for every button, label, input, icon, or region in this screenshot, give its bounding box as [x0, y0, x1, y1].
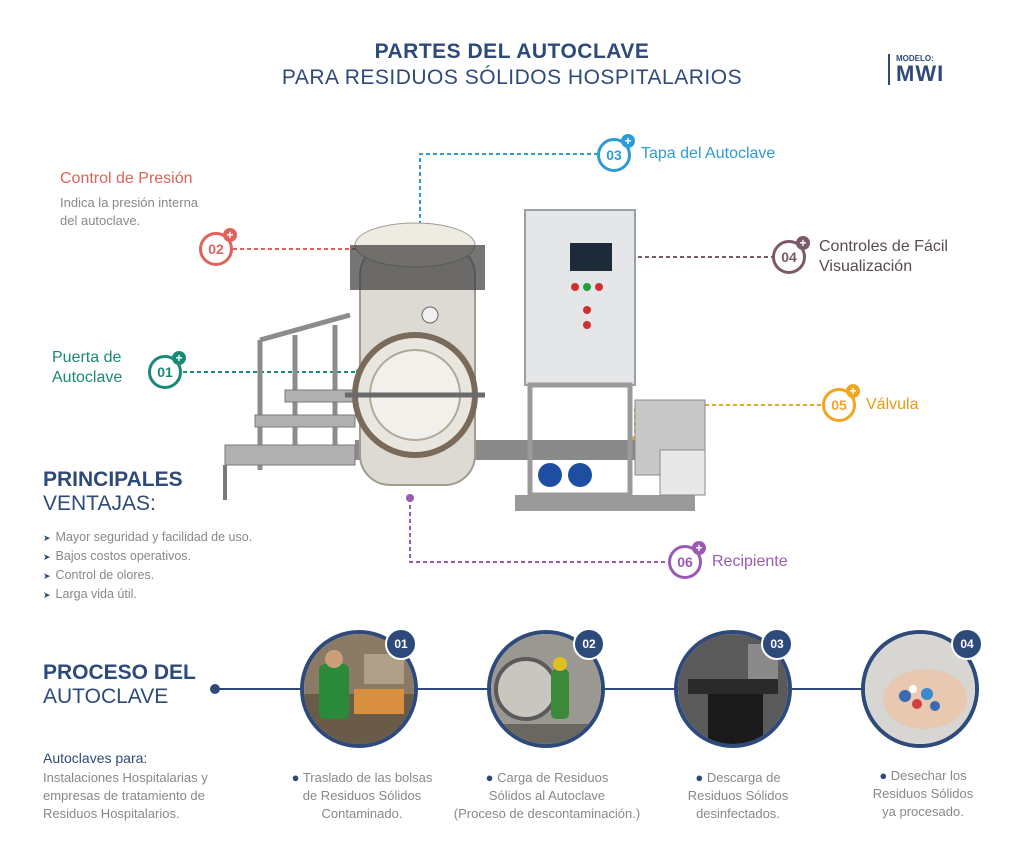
step-02-line1-text: Carga de Residuos	[497, 770, 609, 785]
plus-icon: +	[172, 351, 186, 365]
step-03-number: 03	[761, 628, 793, 660]
bullet-icon: ●	[695, 770, 707, 785]
step-04-line1: ● Desechar los	[843, 767, 1003, 785]
part-02-description-line2: del autoclave.	[60, 213, 141, 228]
part-04-label-line2: Visualización	[819, 258, 913, 275]
marker-04[interactable]: 04 +	[772, 236, 810, 274]
arrow-icon: ➤	[43, 571, 51, 581]
part-03-label: Tapa del Autoclave	[641, 145, 776, 162]
ventaja-text: Control de olores.	[55, 568, 155, 582]
marker-06-number: 06	[677, 554, 693, 570]
arrow-icon: ➤	[43, 552, 51, 562]
step-04-line1-text: Desechar los	[890, 768, 967, 783]
step-03-line1: ● Descarga de	[658, 769, 818, 787]
bullet-icon: ●	[485, 770, 498, 785]
part-01-label: Puerta de Autoclave	[52, 348, 122, 388]
list-item: ➤ Control de olores.	[43, 566, 252, 585]
bullet-icon: ●	[291, 770, 303, 785]
step-02-line1: ● Carga de Residuos	[437, 769, 657, 787]
page-title: PARTES DEL AUTOCLAVE	[374, 40, 650, 63]
marker-03-number: 03	[606, 147, 622, 163]
step-01-line3: Contaminado.	[321, 806, 403, 821]
ventajas-title-bold: PRINCIPALES	[43, 468, 183, 491]
autoclaves-para-line2: empresas de tratamiento de	[43, 788, 205, 803]
process-step-02-text: ● Carga de Residuos Sólidos al Autoclave…	[437, 769, 657, 823]
step-04-line2: Residuos Sólidos	[872, 786, 974, 801]
model-badge: MODELO: MWI	[888, 54, 944, 85]
autoclave-machine-illustration	[223, 209, 706, 511]
list-item: ➤ Mayor seguridad y facilidad de uso.	[43, 528, 252, 547]
plus-icon: +	[692, 541, 706, 555]
step-01-line2: de Residuos Sólidos	[302, 788, 422, 803]
part-02-description: Indica la presión interna del autoclave.	[60, 194, 198, 230]
step-04-number: 04	[951, 628, 983, 660]
part-01-label-line2: Autoclave	[52, 369, 123, 386]
step-02-line3: (Proceso de descontaminación.)	[453, 806, 641, 821]
marker-01[interactable]: 01 +	[148, 351, 186, 389]
step-03-line1-text: Descarga de	[706, 770, 781, 785]
ventaja-text: Bajos costos operativos.	[55, 549, 192, 563]
part-01-label-line1: Puerta de	[52, 349, 122, 366]
arrow-icon: ➤	[43, 590, 51, 600]
plus-icon: +	[846, 384, 860, 398]
step-01-line1: ● Traslado de las bolsas	[262, 769, 462, 787]
proceso-title-bold: PROCESO DEL	[43, 661, 196, 684]
arrow-icon: ➤	[43, 533, 51, 543]
process-step-03-text: ● Descarga de Residuos Sólidos desinfect…	[658, 769, 818, 823]
autoclaves-para-line3: Residuos Hospitalarios.	[43, 806, 180, 821]
marker-03[interactable]: 03 +	[597, 134, 635, 172]
marker-06[interactable]: 06 +	[668, 541, 706, 579]
marker-04-number: 04	[781, 249, 797, 265]
marker-02-number: 02	[208, 241, 224, 257]
process-step-01-text: ● Traslado de las bolsas de Residuos Sól…	[262, 769, 462, 823]
step-02-number: 02	[573, 628, 605, 660]
model-label: MODELO:	[896, 54, 934, 63]
process-step-04-text: ● Desechar los Residuos Sólidos ya proce…	[843, 767, 1003, 821]
page-subtitle: PARA RESIDUOS SÓLIDOS HOSPITALARIOS	[281, 66, 743, 89]
marker-05-number: 05	[831, 397, 847, 413]
plus-icon: +	[223, 228, 237, 242]
part-02-description-line1: Indica la presión interna	[60, 195, 199, 210]
ventaja-text: Larga vida útil.	[55, 587, 137, 601]
step-02-line2: Sólidos al Autoclave	[488, 788, 606, 803]
timeline-start-dot	[210, 684, 220, 694]
step-03-line3: desinfectados.	[696, 806, 780, 821]
part-02-label: Control de Presión	[60, 170, 193, 187]
plus-icon: +	[621, 134, 635, 148]
list-item: ➤ Larga vida útil.	[43, 585, 252, 604]
ventajas-title-light: VENTAJAS:	[43, 492, 156, 515]
bullet-icon: ●	[879, 768, 891, 783]
autoclaves-para-line1: Instalaciones Hospitalarias y	[43, 770, 208, 785]
list-item: ➤ Bajos costos operativos.	[43, 547, 252, 566]
autoclaves-para-description: Instalaciones Hospitalarias y empresas d…	[43, 769, 243, 823]
plus-icon: +	[796, 236, 810, 250]
step-03-line2: Residuos Sólidos	[687, 788, 789, 803]
marker-02[interactable]: 02 +	[199, 228, 237, 266]
marker-01-number: 01	[157, 364, 173, 380]
step-01-line1-text: Traslado de las bolsas	[302, 770, 433, 785]
step-03-image	[678, 634, 788, 744]
ventaja-text: Mayor seguridad y facilidad de uso.	[55, 530, 253, 544]
part-06-label: Recipiente	[712, 553, 788, 570]
part-04-label-line1: Controles de Fácil	[819, 238, 948, 255]
step-01-number: 01	[385, 628, 417, 660]
part-04-label: Controles de Fácil Visualización	[819, 237, 948, 277]
step-04-line3: ya procesado.	[882, 804, 964, 819]
autoclaves-para-title: Autoclaves para:	[43, 750, 148, 766]
ventajas-list: ➤ Mayor seguridad y facilidad de uso. ➤ Ba…	[43, 528, 252, 604]
proceso-title-light: AUTOCLAVE	[43, 685, 169, 708]
model-value: MWI	[896, 61, 945, 86]
part-05-label: Válvula	[866, 396, 919, 413]
marker-05[interactable]: 05 +	[822, 384, 860, 422]
